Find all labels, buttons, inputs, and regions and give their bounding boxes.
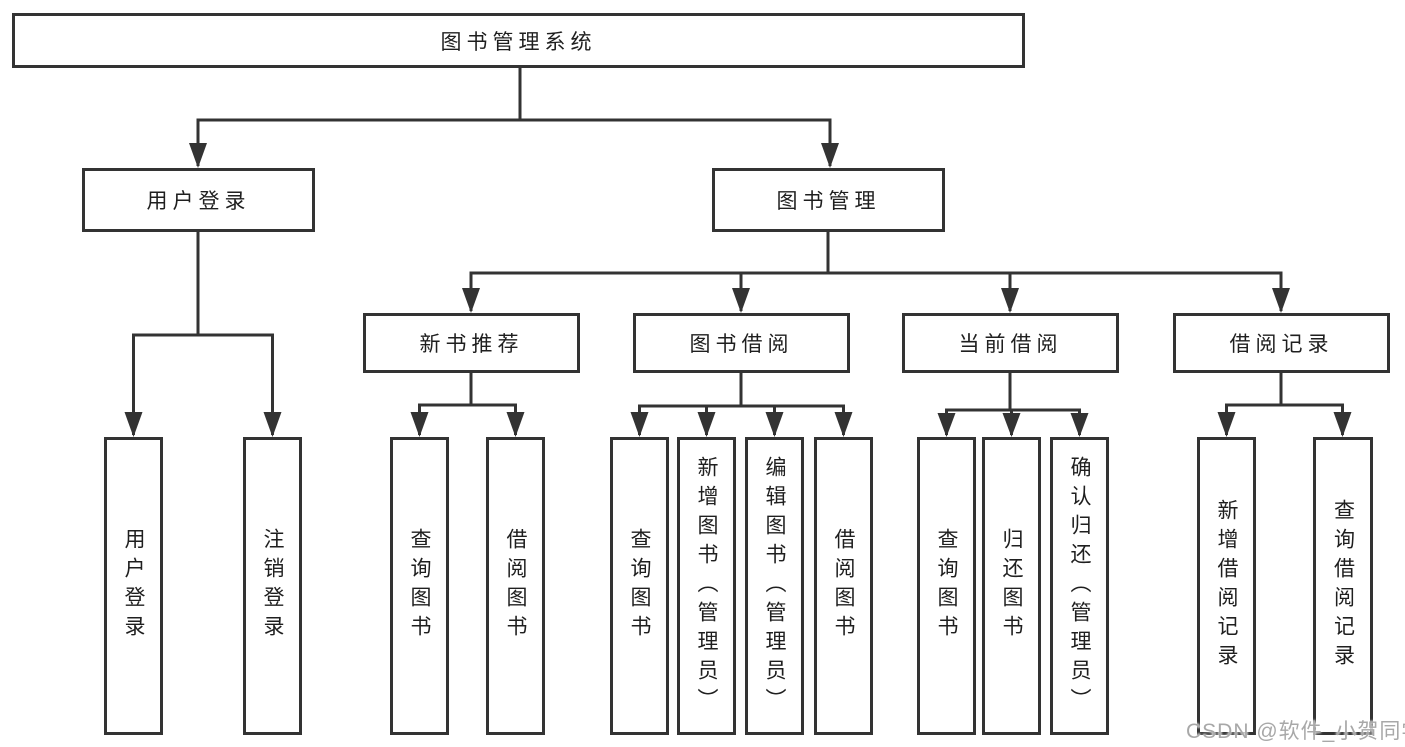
leaf-query-books-recommend: 查询图书 [390, 437, 449, 735]
csdn-watermark: CSDN @软件_小贺同学 [1186, 720, 1405, 743]
arrowhead-icons [124, 143, 1352, 437]
node-borrow-records: 借阅记录 [1173, 313, 1390, 373]
leaf-query-books-borrowing: 查询图书 [610, 437, 669, 735]
leaf-user-login: 用户登录 [104, 437, 163, 735]
leaf-confirm-return-admin: 确认归还（管理员） [1050, 437, 1109, 735]
leaf-add-borrow-record: 新增借阅记录 [1197, 437, 1256, 735]
leaf-query-books-current: 查询图书 [917, 437, 976, 735]
leaf-return-book: 归还图书 [982, 437, 1041, 735]
leaf-logout: 注销登录 [243, 437, 302, 735]
leaf-borrow-books-recommend: 借阅图书 [486, 437, 545, 735]
node-new-book-recommend: 新书推荐 [363, 313, 580, 373]
leaf-add-book-admin: 新增图书（管理员） [677, 437, 736, 735]
leaf-borrow-books: 借阅图书 [814, 437, 873, 735]
node-book-management: 图书管理 [712, 168, 945, 232]
node-current-borrowing: 当前借阅 [902, 313, 1119, 373]
node-library-system: 图书管理系统 [12, 13, 1025, 68]
leaf-edit-book-admin: 编辑图书（管理员） [745, 437, 804, 735]
node-user-login: 用户登录 [82, 168, 315, 232]
leaf-query-borrow-record: 查询借阅记录 [1313, 437, 1373, 735]
node-book-borrowing: 图书借阅 [633, 313, 850, 373]
